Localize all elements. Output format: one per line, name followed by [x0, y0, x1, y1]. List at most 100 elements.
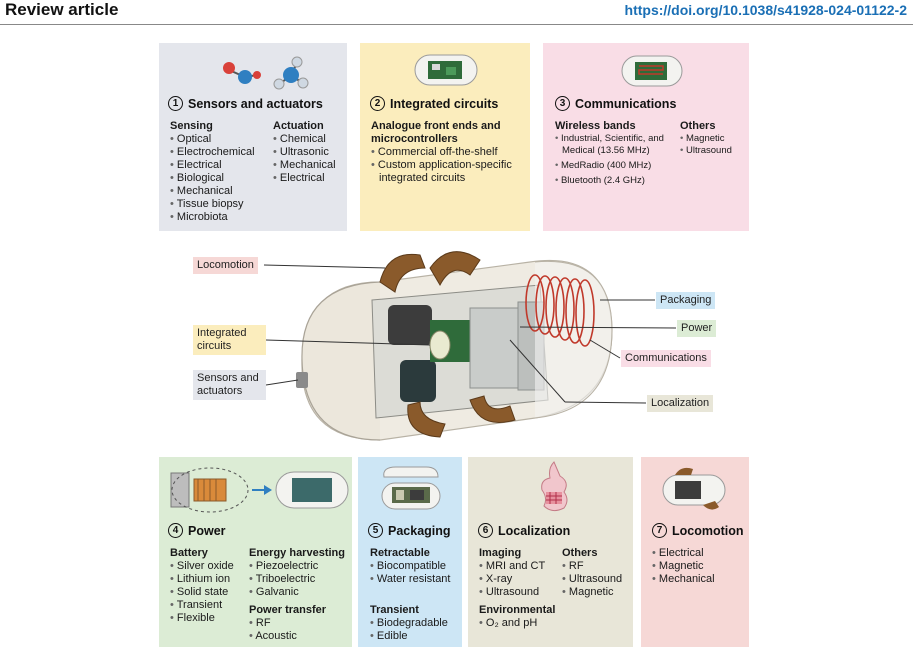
panel-heading: 1 Sensors and actuators	[168, 96, 323, 111]
sensing-column: Sensing Optical Electrochemical Electric…	[170, 120, 255, 224]
callout-packaging: Packaging	[656, 292, 716, 309]
list-item: Tissue biopsy	[170, 198, 255, 211]
header-rule	[0, 24, 913, 25]
list-item: Solid state	[170, 586, 234, 599]
column-heading: Imaging	[479, 547, 522, 559]
list-item: Commercial off-the-shelf	[371, 146, 526, 159]
column-heading: Others	[680, 120, 716, 132]
list-item: Chemical	[273, 133, 336, 146]
panel-heading: 7 Locomotion	[652, 523, 744, 538]
list-item: Mechanical	[652, 573, 715, 586]
callout-localization: Localization	[647, 395, 714, 412]
list-item: Biological	[170, 172, 255, 185]
wireless-bands-column: Wireless bands Industrial, Scientific, a…	[555, 120, 673, 187]
list-item: Industrial, Scientific, and Medical (13.…	[555, 133, 673, 157]
panel-number: 1	[168, 96, 183, 111]
column-heading: Power transfer	[249, 604, 327, 616]
panel-communications: 3 Communications Wireless bands Industri…	[543, 43, 749, 231]
list-item: Ultrasound	[479, 586, 545, 599]
column-heading: Actuation	[273, 120, 324, 132]
callout-leaders	[263, 264, 677, 404]
panel-heading: 4 Power	[168, 523, 226, 538]
panel-title: Integrated circuits	[390, 96, 499, 111]
panel-title: Packaging	[388, 523, 451, 538]
digestive-tract-icon	[541, 461, 568, 512]
list-item: Ultrasound	[680, 145, 733, 157]
panel-heading: 5 Packaging	[368, 523, 451, 538]
callout-locomotion: Locomotion	[193, 257, 258, 274]
panel-title: Communications	[575, 96, 677, 111]
callout-sensors-actuators: Sensors and actuators	[193, 370, 266, 400]
list-item: Transient	[170, 599, 234, 612]
list-item: Magnetic	[562, 586, 622, 599]
list-item: Bluetooth (2.4 GHz)	[555, 175, 673, 187]
list-item: Edible	[370, 630, 448, 643]
column-heading: Others	[562, 547, 598, 559]
list-item: MRI and CT	[479, 560, 545, 573]
panel-sensors-actuators: 1 Sensors and actuators Sensing Optical …	[159, 43, 347, 231]
list-item: RF	[249, 617, 326, 630]
list-item: Magnetic	[680, 133, 733, 145]
list-item: Electrical	[273, 172, 336, 185]
column-heading: Battery	[170, 547, 208, 559]
list-item: MedRadio (400 MHz)	[555, 160, 673, 172]
list-item: Silver oxide	[170, 560, 234, 573]
panel-number: 7	[652, 523, 667, 538]
panel-title: Sensors and actuators	[188, 96, 323, 111]
column-heading: Transient	[370, 604, 419, 616]
list-item: Electrical	[170, 159, 255, 172]
column-heading: Energy harvesting	[249, 547, 345, 559]
column-heading: Wireless bands	[555, 120, 636, 132]
panel-number: 3	[555, 96, 570, 111]
others-column: Others RF Ultrasound Magnetic	[562, 547, 622, 599]
list-item: Biodegradable	[370, 617, 448, 630]
callout-integrated-circuits: Integrated circuits	[193, 325, 266, 355]
panel-number: 2	[370, 96, 385, 111]
panel-heading: 3 Communications	[555, 96, 676, 111]
panel-number: 6	[478, 523, 493, 538]
list-item: Water resistant	[370, 573, 451, 586]
article-type-title: Review article	[5, 0, 119, 19]
open-capsule-icon	[381, 466, 441, 510]
locomotion-column: Electrical Magnetic Mechanical	[652, 547, 715, 586]
circuits-column: Analogue front ends and microcontrollers…	[371, 120, 526, 185]
panel-number: 4	[168, 523, 183, 538]
others-column: Others Magnetic Ultrasound	[680, 120, 733, 157]
energy-harvesting-column: Energy harvesting Piezoelectric Triboele…	[249, 547, 345, 599]
molecule-icon	[223, 56, 309, 90]
list-item: Electrical	[652, 547, 715, 560]
locomotion-capsule-icon	[662, 467, 726, 510]
capsule-shell	[296, 259, 613, 441]
list-item: Mechanical	[170, 185, 255, 198]
doi-link[interactable]: https://doi.org/10.1038/s41928-024-01122…	[624, 2, 907, 18]
panel-heading: 6 Localization	[478, 523, 570, 538]
wireless-power-icon	[170, 467, 349, 513]
circuit-capsule-icon	[414, 54, 478, 86]
list-item: Ultrasound	[562, 573, 622, 586]
list-item: Biocompatible	[370, 560, 450, 573]
panel-number: 5	[368, 523, 383, 538]
panel-localization: 6 Localization Imaging MRI and CT X-ray …	[468, 457, 633, 647]
panel-integrated-circuits: 2 Integrated circuits Analogue front end…	[360, 43, 530, 231]
list-item: Lithium ion	[170, 573, 234, 586]
panel-title: Localization	[498, 523, 571, 538]
list-item: Triboelectric	[249, 573, 345, 586]
environmental-column: Environmental O₂ and pH	[479, 604, 555, 630]
list-item: Optical	[170, 133, 255, 146]
retractable-column: Retractable Biocompatible Water resistan…	[370, 547, 450, 586]
panel-packaging: 5 Packaging Retractable Biocompatible Wa…	[358, 457, 462, 647]
panel-power: 4 Power Battery Silver oxide Lithium ion…	[159, 457, 352, 647]
column-heading: Analogue front ends and microcontrollers	[371, 120, 501, 145]
imaging-column: Imaging MRI and CT X-ray Ultrasound	[479, 547, 545, 599]
list-item: Electrochemical	[170, 146, 255, 159]
list-item: Flexible	[170, 612, 234, 625]
battery-column: Battery Silver oxide Lithium ion Solid s…	[170, 547, 234, 625]
list-item: Magnetic	[652, 560, 715, 573]
panel-title: Power	[188, 523, 226, 538]
antenna-capsule-icon	[621, 55, 683, 87]
transient-column: Transient Biodegradable Edible	[370, 604, 448, 643]
list-item: Acoustic	[249, 630, 326, 643]
communications-coil	[525, 274, 595, 347]
list-item: Ultrasonic	[273, 146, 336, 159]
